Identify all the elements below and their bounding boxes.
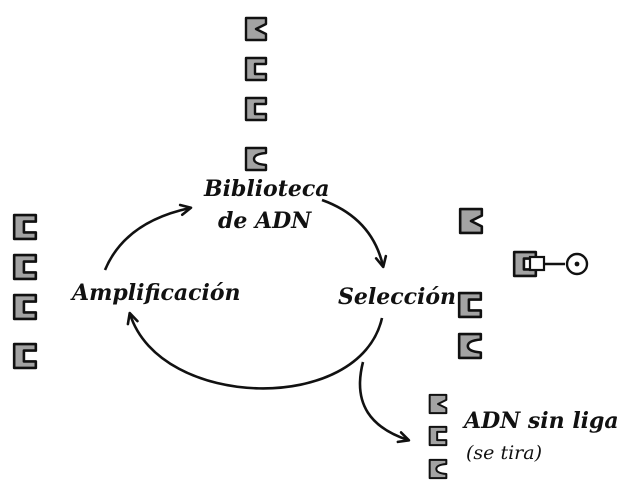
arrow-library-to-selection — [321, 198, 388, 269]
discard-note: (se tira) — [466, 442, 542, 464]
arrow-selection-to-discard — [358, 361, 411, 444]
library-label-line1: Biblioteca — [204, 176, 330, 202]
dna-block-icon — [244, 96, 268, 122]
dna-block-icon — [457, 291, 483, 319]
library-dna-stack — [244, 16, 268, 172]
unbound-dna-stack — [428, 393, 448, 480]
dna-block-icon — [12, 213, 38, 241]
dna-block-icon — [244, 56, 268, 82]
dna-block-icon — [428, 425, 448, 447]
selection-label: Selección — [338, 284, 457, 310]
dna-block-icon — [12, 293, 38, 321]
dna-block-icon — [244, 16, 268, 42]
arrow-selection-to-amplification — [126, 311, 384, 390]
unbound-dna-label: ADN sin ligar — [464, 408, 617, 434]
dna-block-icon — [12, 253, 38, 281]
library-label-line2: de ADN — [218, 208, 312, 234]
dna-block-icon — [244, 146, 268, 172]
dna-block-icon — [428, 393, 448, 415]
selected-dna-group — [457, 207, 589, 360]
dna-block-icon — [458, 207, 484, 235]
arrow-amplification-to-library — [103, 203, 193, 271]
target-molecule-icon — [512, 250, 589, 278]
dna-block-icon — [457, 332, 483, 360]
amplified-dna-stack — [12, 213, 38, 370]
dna-block-icon — [428, 458, 448, 480]
dna-block-icon — [12, 342, 38, 370]
amplification-label: Amplificación — [72, 280, 241, 306]
